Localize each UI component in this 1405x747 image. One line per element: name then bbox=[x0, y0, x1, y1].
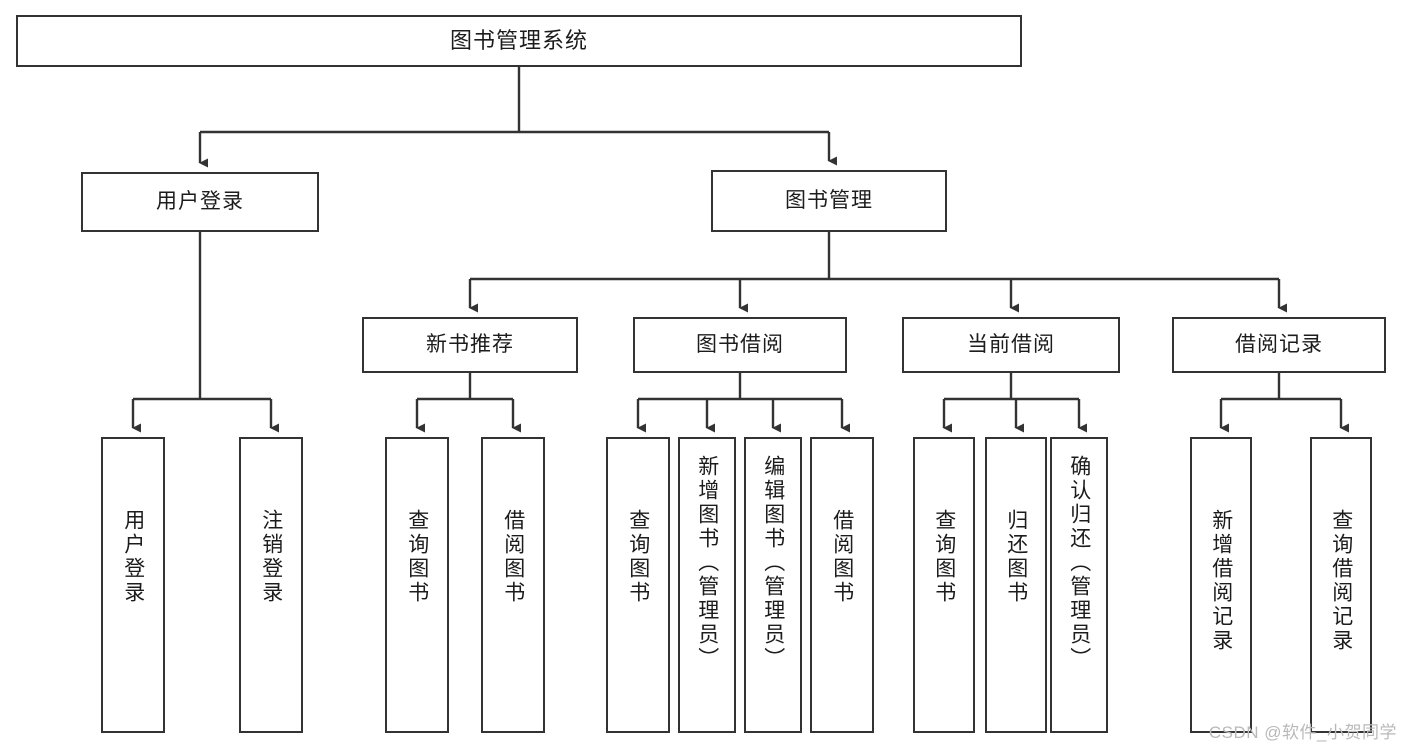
node-leaf-bor-3[interactable]: 编辑图书（管理员） bbox=[744, 437, 802, 733]
node-leaf-rec-2[interactable]: 查询借阅记录 bbox=[1310, 437, 1372, 733]
node-label: 归还图书 bbox=[1004, 509, 1028, 605]
node-leaf-bor-2[interactable]: 新增图书（管理员） bbox=[678, 437, 736, 733]
node-label: 新增图书（管理员） bbox=[695, 455, 719, 671]
node-leaf-new-2[interactable]: 借阅图书 bbox=[481, 437, 545, 733]
node-leaf-login-1[interactable]: 用户登录 bbox=[101, 437, 165, 733]
node-label: 查询图书 bbox=[626, 509, 650, 605]
node-label: 借阅图书 bbox=[501, 509, 525, 605]
node-leaf-bor-4[interactable]: 借阅图书 bbox=[810, 437, 874, 733]
node-leaf-rec-1[interactable]: 新增借阅记录 bbox=[1190, 437, 1252, 733]
node-label: 查询借阅记录 bbox=[1329, 509, 1353, 653]
node-leaf-new-1[interactable]: 查询图书 bbox=[385, 437, 449, 733]
node-label: 当前借阅 bbox=[967, 332, 1055, 356]
node-label: 用户登录 bbox=[121, 509, 145, 605]
node-label: 注销登录 bbox=[259, 509, 283, 605]
node-label: 查询图书 bbox=[405, 509, 429, 605]
node-leaf-cur-1[interactable]: 查询图书 bbox=[913, 437, 975, 733]
node-borrow[interactable]: 图书借阅 bbox=[633, 317, 847, 373]
node-label: 新书推荐 bbox=[426, 332, 514, 356]
node-records[interactable]: 借阅记录 bbox=[1172, 317, 1386, 373]
node-leaf-login-2[interactable]: 注销登录 bbox=[239, 437, 303, 733]
node-label: 新增借阅记录 bbox=[1209, 509, 1233, 653]
node-leaf-bor-1[interactable]: 查询图书 bbox=[606, 437, 670, 733]
node-label: 编辑图书（管理员） bbox=[761, 455, 785, 671]
node-label: 借阅图书 bbox=[830, 509, 854, 605]
node-label: 图书借阅 bbox=[696, 332, 784, 356]
node-label: 借阅记录 bbox=[1235, 332, 1323, 356]
node-label: 确认归还（管理员） bbox=[1067, 455, 1091, 671]
node-label: 查询图书 bbox=[932, 509, 956, 605]
node-label: 图书管理 bbox=[785, 188, 873, 212]
node-bookmgmt[interactable]: 图书管理 bbox=[711, 170, 947, 232]
node-leaf-cur-3[interactable]: 确认归还（管理员） bbox=[1050, 437, 1108, 733]
node-newbooks[interactable]: 新书推荐 bbox=[362, 317, 578, 373]
node-current[interactable]: 当前借阅 bbox=[902, 317, 1120, 373]
node-label: 图书管理系统 bbox=[449, 28, 588, 54]
watermark-text: CSDN @软件_小贺同学 bbox=[1208, 723, 1397, 742]
node-login[interactable]: 用户登录 bbox=[81, 172, 319, 232]
node-label: 用户登录 bbox=[156, 189, 244, 213]
node-root[interactable]: 图书管理系统 bbox=[16, 15, 1022, 67]
node-leaf-cur-2[interactable]: 归还图书 bbox=[985, 437, 1047, 733]
